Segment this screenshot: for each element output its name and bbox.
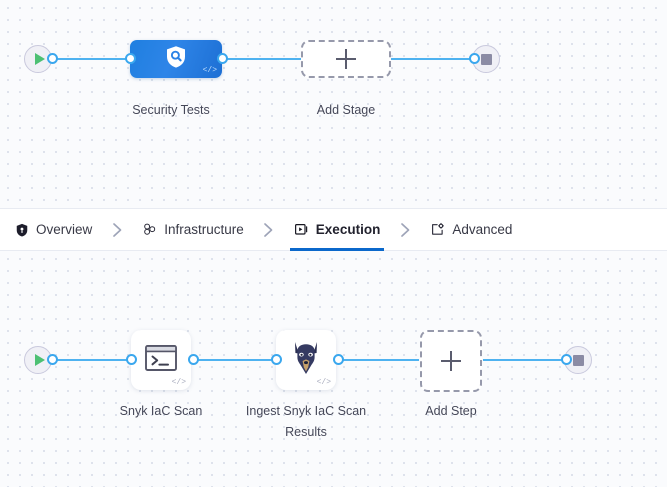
play-icon <box>34 53 45 65</box>
port-end-in[interactable] <box>469 53 480 64</box>
step-label-snyk-iac-scan: Snyk IaC Scan <box>119 404 203 418</box>
step-node-snyk-iac-scan[interactable]: </> <box>131 330 191 390</box>
nodes-icon <box>142 222 157 237</box>
port-start-out[interactable] <box>47 53 58 64</box>
tab-infrastructure-label: Infrastructure <box>164 222 244 237</box>
terminal-icon <box>144 343 178 378</box>
edge-ingest-to-add-step <box>337 359 419 361</box>
port-step-end-in[interactable] <box>561 354 572 365</box>
step-label-add-step: Add Step <box>425 404 477 418</box>
play-icon <box>34 354 45 366</box>
port-ingest-in[interactable] <box>271 354 282 365</box>
tab-infrastructure[interactable]: Infrastructure <box>128 208 258 251</box>
edge-add-stage-to-end <box>388 58 478 60</box>
port-security-tests-in[interactable] <box>125 53 136 64</box>
code-badge: </> <box>171 378 186 387</box>
edge-start-to-snyk-iac-scan <box>50 359 134 361</box>
stage-label-add-stage: Add Stage <box>316 103 376 117</box>
settings-box-icon <box>430 222 445 237</box>
step-canvas[interactable]: </> Snyk IaC Scan <box>0 251 667 487</box>
stage-node-security-tests[interactable]: </> <box>130 40 222 78</box>
snyk-doberman-icon <box>289 340 323 381</box>
edge-add-step-to-end <box>483 359 569 361</box>
code-badge: </> <box>202 66 217 75</box>
stage-graph: </> Security Tests Add Stage <box>0 0 667 208</box>
port-snyk-iac-scan-in[interactable] <box>126 354 137 365</box>
shield-icon <box>14 222 29 237</box>
chevron-right-icon <box>258 208 280 251</box>
chevron-right-icon <box>394 208 416 251</box>
pipeline-section-tabs: Overview Infrastructure <box>0 208 667 251</box>
edge-snyk-iac-scan-to-ingest <box>192 359 280 361</box>
tab-advanced[interactable]: Advanced <box>416 208 526 251</box>
code-badge: </> <box>316 378 331 387</box>
plus-icon <box>336 49 356 69</box>
port-snyk-iac-scan-out[interactable] <box>188 354 199 365</box>
shield-search-icon <box>163 44 189 75</box>
add-stage-button[interactable] <box>301 40 391 78</box>
tab-execution[interactable]: Execution <box>280 208 395 251</box>
edge-start-to-security-tests <box>50 58 136 60</box>
tab-overview-label: Overview <box>36 222 93 237</box>
stop-icon <box>572 354 584 366</box>
port-ingest-out[interactable] <box>333 354 344 365</box>
add-step-button[interactable] <box>420 330 482 392</box>
stage-canvas[interactable]: </> Security Tests Add Stage <box>0 0 667 208</box>
edge-security-tests-to-add-stage <box>216 58 306 60</box>
play-box-icon <box>294 222 309 237</box>
port-security-tests-out[interactable] <box>217 53 228 64</box>
step-label-ingest-snyk-results: Ingest Snyk IaC Scan Results <box>245 404 367 440</box>
step-graph: </> Snyk IaC Scan <box>0 251 667 487</box>
tab-execution-label: Execution <box>315 222 381 237</box>
stage-label-security-tests: Security Tests <box>132 103 210 117</box>
tab-advanced-label: Advanced <box>452 222 513 237</box>
tab-overview[interactable]: Overview <box>0 208 106 251</box>
chevron-right-icon <box>106 208 128 251</box>
step-node-ingest-snyk-results[interactable]: </> <box>276 330 336 390</box>
port-step-start-out[interactable] <box>47 354 58 365</box>
stop-icon <box>480 53 492 65</box>
plus-icon <box>441 351 461 371</box>
